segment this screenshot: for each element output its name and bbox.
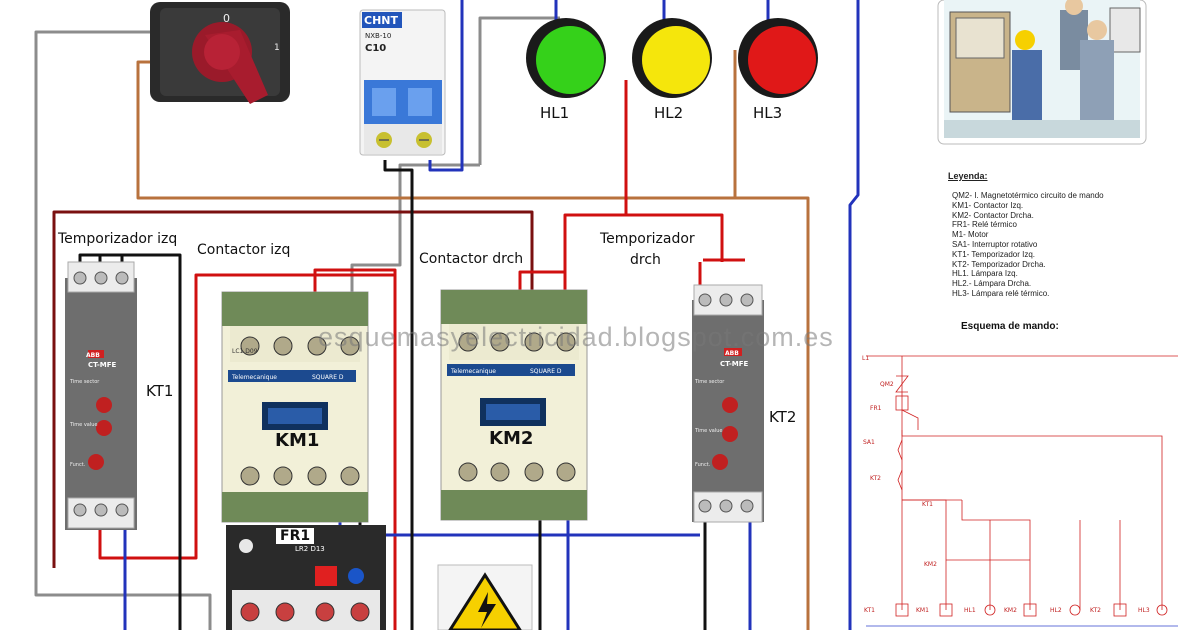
wire-blue-right: [848, 0, 860, 630]
svg-text:1: 1: [274, 43, 280, 53]
legend-list: QM2- I. Magnetotérmico circuito de mando…: [952, 191, 1104, 299]
label-hl1: HL1: [540, 104, 570, 122]
contactor-km1: LC1 D09 Telemecanique SQUARE D: [221, 291, 369, 523]
svg-text:L1: L1: [862, 355, 869, 362]
legend-item: KM1- Contactor Izq.: [952, 200, 1024, 210]
svg-text:Funct.: Funct.: [70, 462, 86, 468]
svg-text:KM2: KM2: [924, 561, 937, 568]
label-temp-drch-2: drch: [630, 252, 661, 268]
relay-kt1: CT-MFE Time sector Time value Funct. ABB: [65, 261, 137, 530]
svg-text:HL1: HL1: [964, 607, 976, 614]
svg-text:Time value: Time value: [694, 428, 722, 434]
svg-text:HL2: HL2: [1050, 607, 1062, 614]
wire-red-kt2: [626, 213, 724, 262]
wire-black-breaker: [383, 160, 414, 630]
breaker-rating: C10: [365, 43, 386, 54]
contactor-km2: Telemecanique SQUARE D: [440, 289, 588, 521]
svg-text:KT2: KT2: [870, 475, 881, 482]
wire-red-kt1-out: [98, 273, 395, 560]
control-schematic: [866, 355, 1178, 627]
svg-text:SQUARE D: SQUARE D: [530, 368, 562, 375]
lamp-hl2: [632, 18, 712, 98]
legend-item: QM2- I. Magnetotérmico circuito de mando: [952, 191, 1104, 200]
label-hl3: HL3: [753, 104, 783, 122]
label-kt2: KT2: [769, 408, 797, 426]
legend-item: KM2- Contactor Drcha.: [952, 210, 1034, 220]
wire-red-km: [313, 268, 397, 630]
wire-brown-switch: [136, 60, 810, 630]
svg-text:QM2: QM2: [880, 381, 894, 388]
svg-text:Telemecanique: Telemecanique: [231, 374, 277, 381]
watermark: esquemasyelectricidad.blogspot.com.es: [318, 322, 834, 352]
label-fr1: FR1: [276, 528, 315, 544]
legend-item: HL1. Lámpara Izq.: [952, 269, 1018, 279]
svg-text:KT2: KT2: [1090, 607, 1101, 614]
label-contactor-drch: Contactor drch: [419, 251, 524, 267]
svg-text:Time value: Time value: [69, 422, 97, 428]
label-contactor-izq: Contactor izq: [197, 242, 291, 258]
label-temp-drch-1: Temporizador: [600, 231, 695, 247]
legend-item: SA1- Interruptor rotativo: [952, 239, 1038, 249]
svg-text:FR1: FR1: [870, 405, 882, 412]
legend-item: FR1- Relé térmico: [952, 220, 1017, 230]
wire-gray-breaker: [478, 16, 560, 165]
legend-item: HL2.- Lámpara Drcha.: [952, 279, 1032, 289]
svg-text:ABB: ABB: [86, 352, 100, 359]
label-km1: KM1: [275, 430, 320, 451]
svg-text:KT1: KT1: [922, 501, 933, 508]
svg-text:CT-MFE: CT-MFE: [88, 361, 117, 369]
breaker: CHNT NXB-10 C10: [359, 9, 446, 156]
label-temp-izq: Temporizador izq: [58, 231, 178, 247]
wire-red-hl2: [563, 80, 628, 300]
label-kt1: KT1: [146, 382, 174, 400]
label-km2: KM2: [489, 428, 534, 449]
svg-text:0: 0: [223, 12, 230, 25]
legend-item: KT1- Temporizador Izq.: [952, 249, 1035, 259]
wire-black-kt1: [78, 253, 182, 630]
relay-kt2: ABB CT-MFE Time sector Time value Funct.: [692, 284, 764, 523]
breaker-model: NXB-10: [365, 32, 391, 40]
svg-text:Telemecanique: Telemecanique: [450, 368, 496, 375]
schematic-title: Esquema de mando:: [961, 321, 1059, 332]
lamp-hl1: [526, 18, 606, 98]
wire-gray-km1: [350, 163, 480, 300]
svg-text:ABB: ABB: [725, 350, 739, 357]
svg-text:HL3: HL3: [1138, 607, 1150, 614]
warning-sign-icon: [437, 564, 533, 630]
svg-text:Funct.: Funct.: [695, 462, 711, 468]
svg-text:KM2: KM2: [1004, 607, 1017, 614]
svg-text:SQUARE D: SQUARE D: [312, 374, 344, 381]
svg-text:LC1 D09: LC1 D09: [232, 348, 258, 355]
legend-title: Leyenda:: [948, 171, 988, 181]
legend-item: HL3- Lámpara relé térmico.: [952, 288, 1050, 298]
svg-text:LR2 D13: LR2 D13: [295, 545, 325, 553]
svg-text:Time sector: Time sector: [69, 379, 100, 385]
lamp-hl3: [738, 18, 818, 98]
wire-gray-left: [34, 30, 212, 630]
svg-text:KM1: KM1: [916, 607, 929, 614]
wire-darkred-kt1: [52, 210, 534, 568]
svg-text:KT1: KT1: [864, 607, 875, 614]
legend-item: KT2- Temporizador Drcha.: [952, 259, 1046, 269]
svg-text:CT-MFE: CT-MFE: [720, 360, 749, 368]
wire-blue-breaker: [428, 0, 464, 172]
label-hl2: HL2: [654, 104, 684, 122]
technician-illustration: [937, 0, 1147, 145]
breaker-brand: CHNT: [364, 14, 398, 27]
svg-text:SA1: SA1: [863, 439, 875, 446]
legend-item: M1- Motor: [952, 230, 989, 240]
rotary-switch[interactable]: 0 1: [150, 2, 290, 104]
svg-text:Time sector: Time sector: [694, 379, 725, 385]
